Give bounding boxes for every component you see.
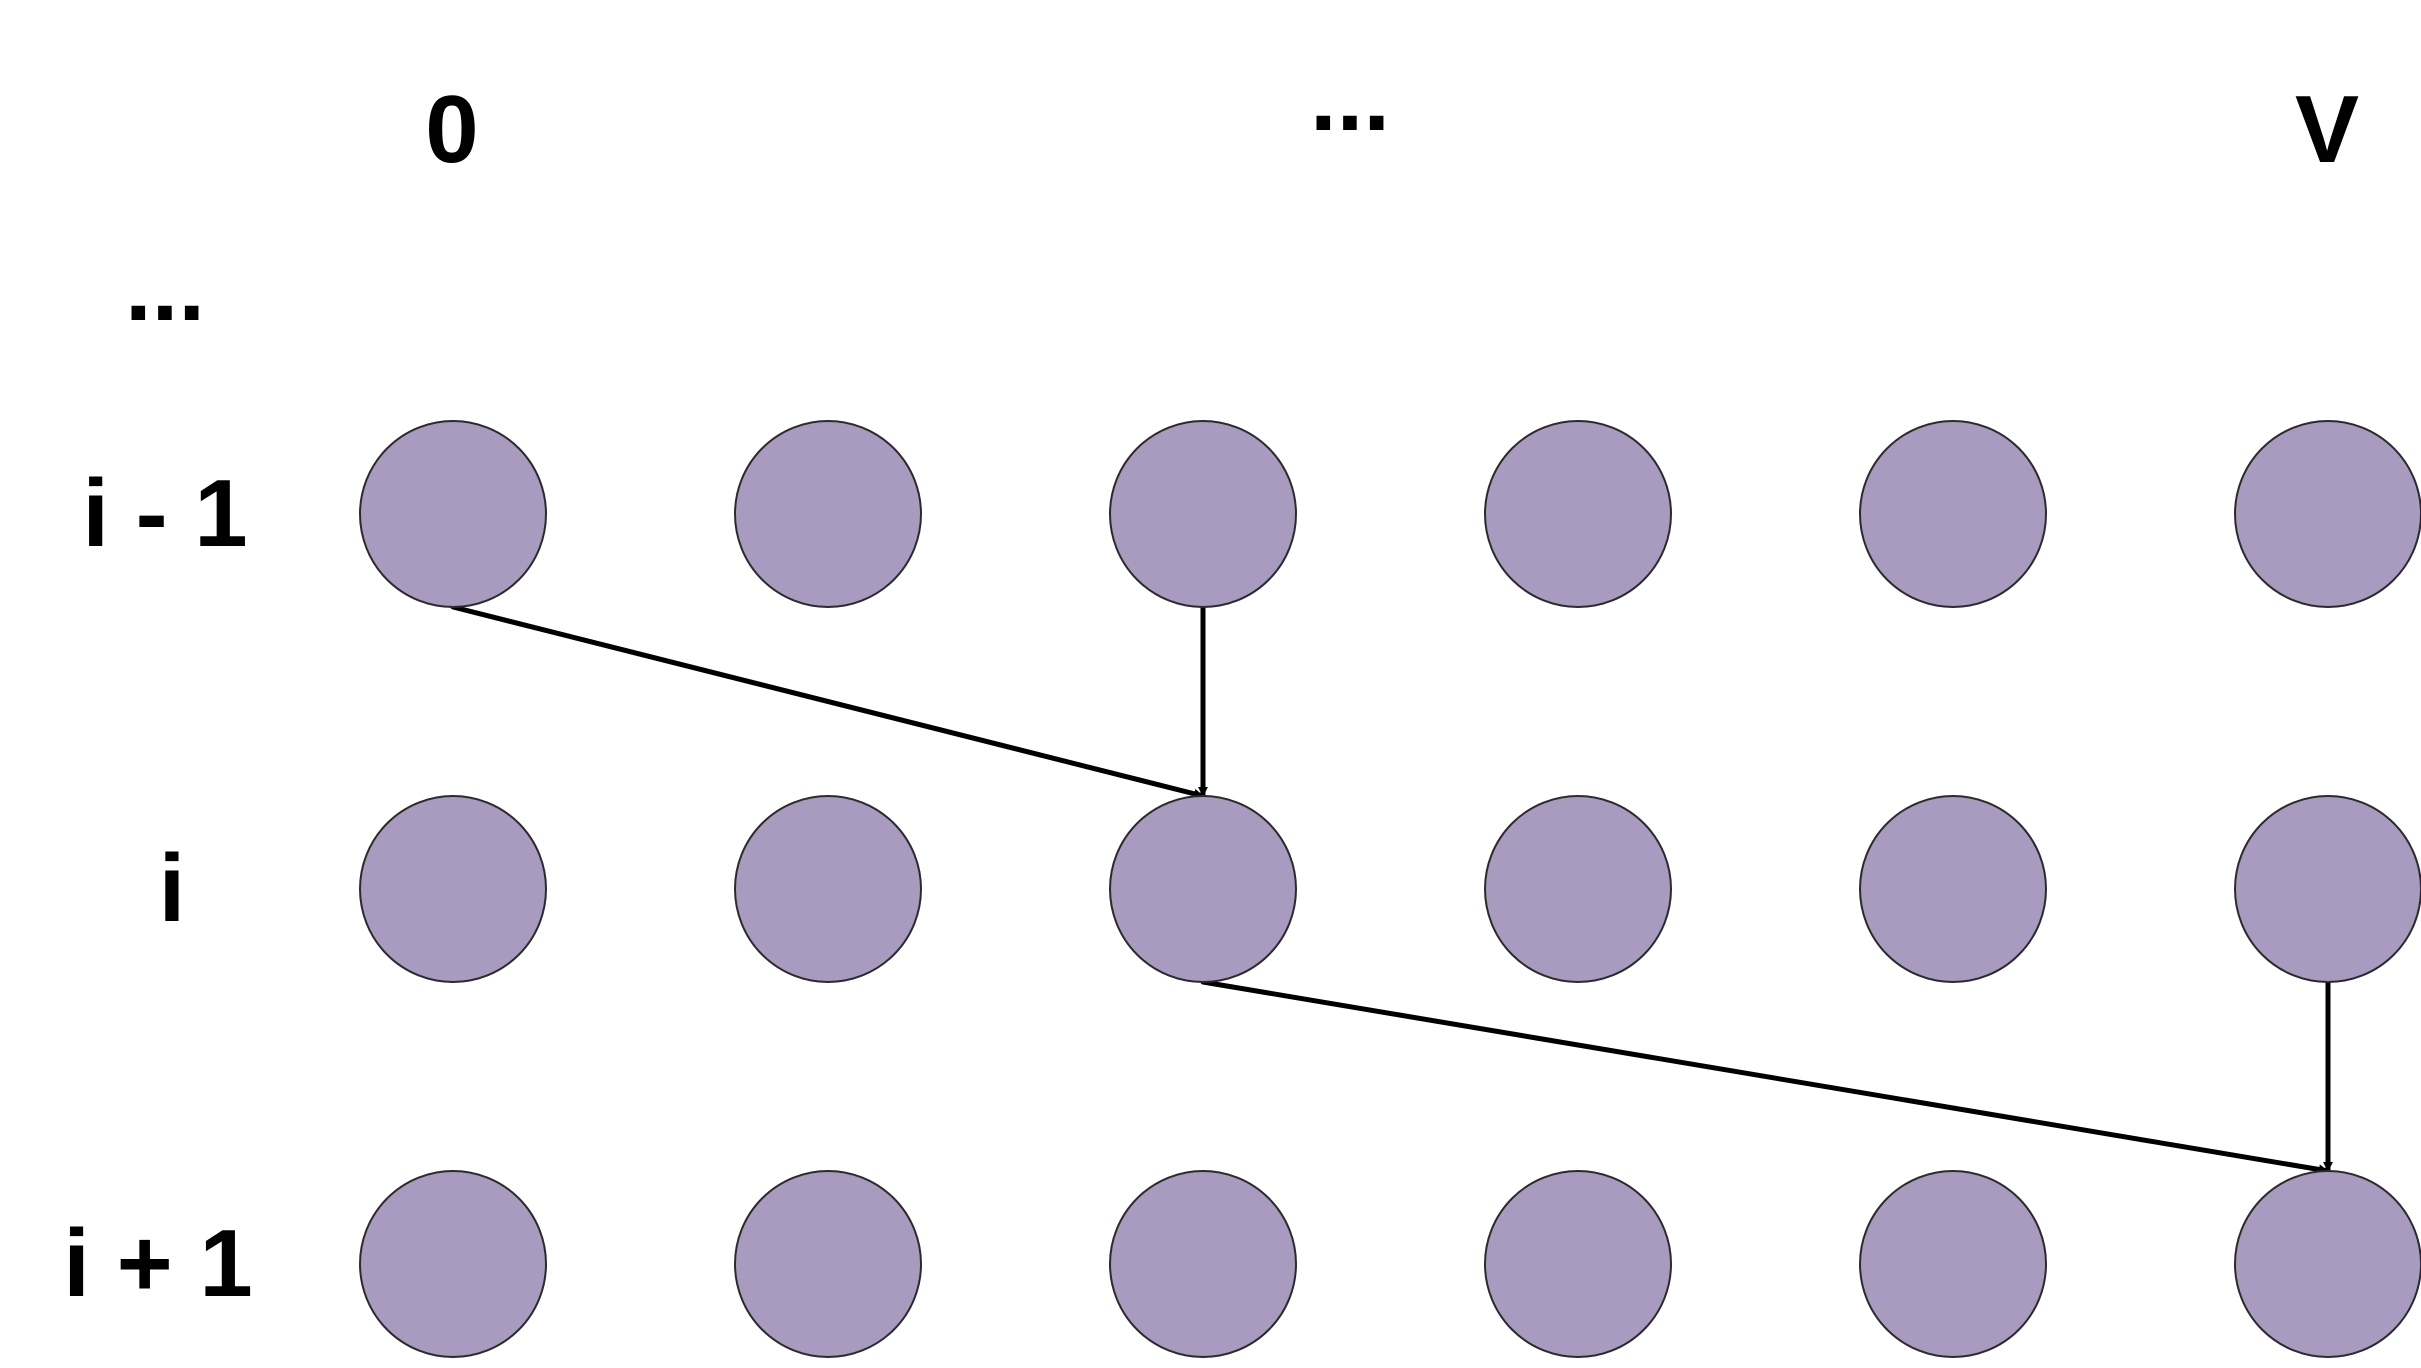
- edge-arrow-0: [450, 604, 1206, 799]
- lattice-node-r1-c2: [1109, 795, 1297, 983]
- row-label-prev: i - 1: [82, 460, 247, 567]
- lattice-node-r0-c3: [1484, 420, 1672, 608]
- lattice-node-r0-c4: [1859, 420, 2047, 608]
- lattice-node-r0-c1: [734, 420, 922, 608]
- row-label-current: i: [159, 835, 186, 942]
- lattice-node-r1-c5: [2234, 795, 2421, 983]
- row-label-ellipsis: ...: [125, 234, 205, 341]
- nodes-layer: [359, 420, 2421, 1358]
- lattice-node-r2-c1: [734, 1170, 922, 1358]
- lattice-node-r2-c2: [1109, 1170, 1297, 1358]
- lattice-node-r2-c5: [2234, 1170, 2421, 1358]
- lattice-node-r2-c4: [1859, 1170, 2047, 1358]
- edge-arrow-2: [1200, 979, 2331, 1175]
- lattice-node-r0-c2: [1109, 420, 1297, 608]
- edges-layer: [450, 604, 2333, 1175]
- row-label-next: i + 1: [63, 1210, 252, 1317]
- lattice-node-r1-c1: [734, 795, 922, 983]
- lattice-node-r2-c0: [359, 1170, 547, 1358]
- lattice-node-r1-c4: [1859, 795, 2047, 983]
- column-label-ellipsis: ...: [1310, 44, 1390, 151]
- lattice-node-r1-c3: [1484, 795, 1672, 983]
- lattice-node-r0-c5: [2234, 420, 2421, 608]
- column-label-last: V: [2295, 76, 2359, 183]
- lattice-node-r1-c0: [359, 795, 547, 983]
- lattice-node-r2-c3: [1484, 1170, 1672, 1358]
- column-label-first: 0: [425, 76, 478, 183]
- lattice-node-r0-c0: [359, 420, 547, 608]
